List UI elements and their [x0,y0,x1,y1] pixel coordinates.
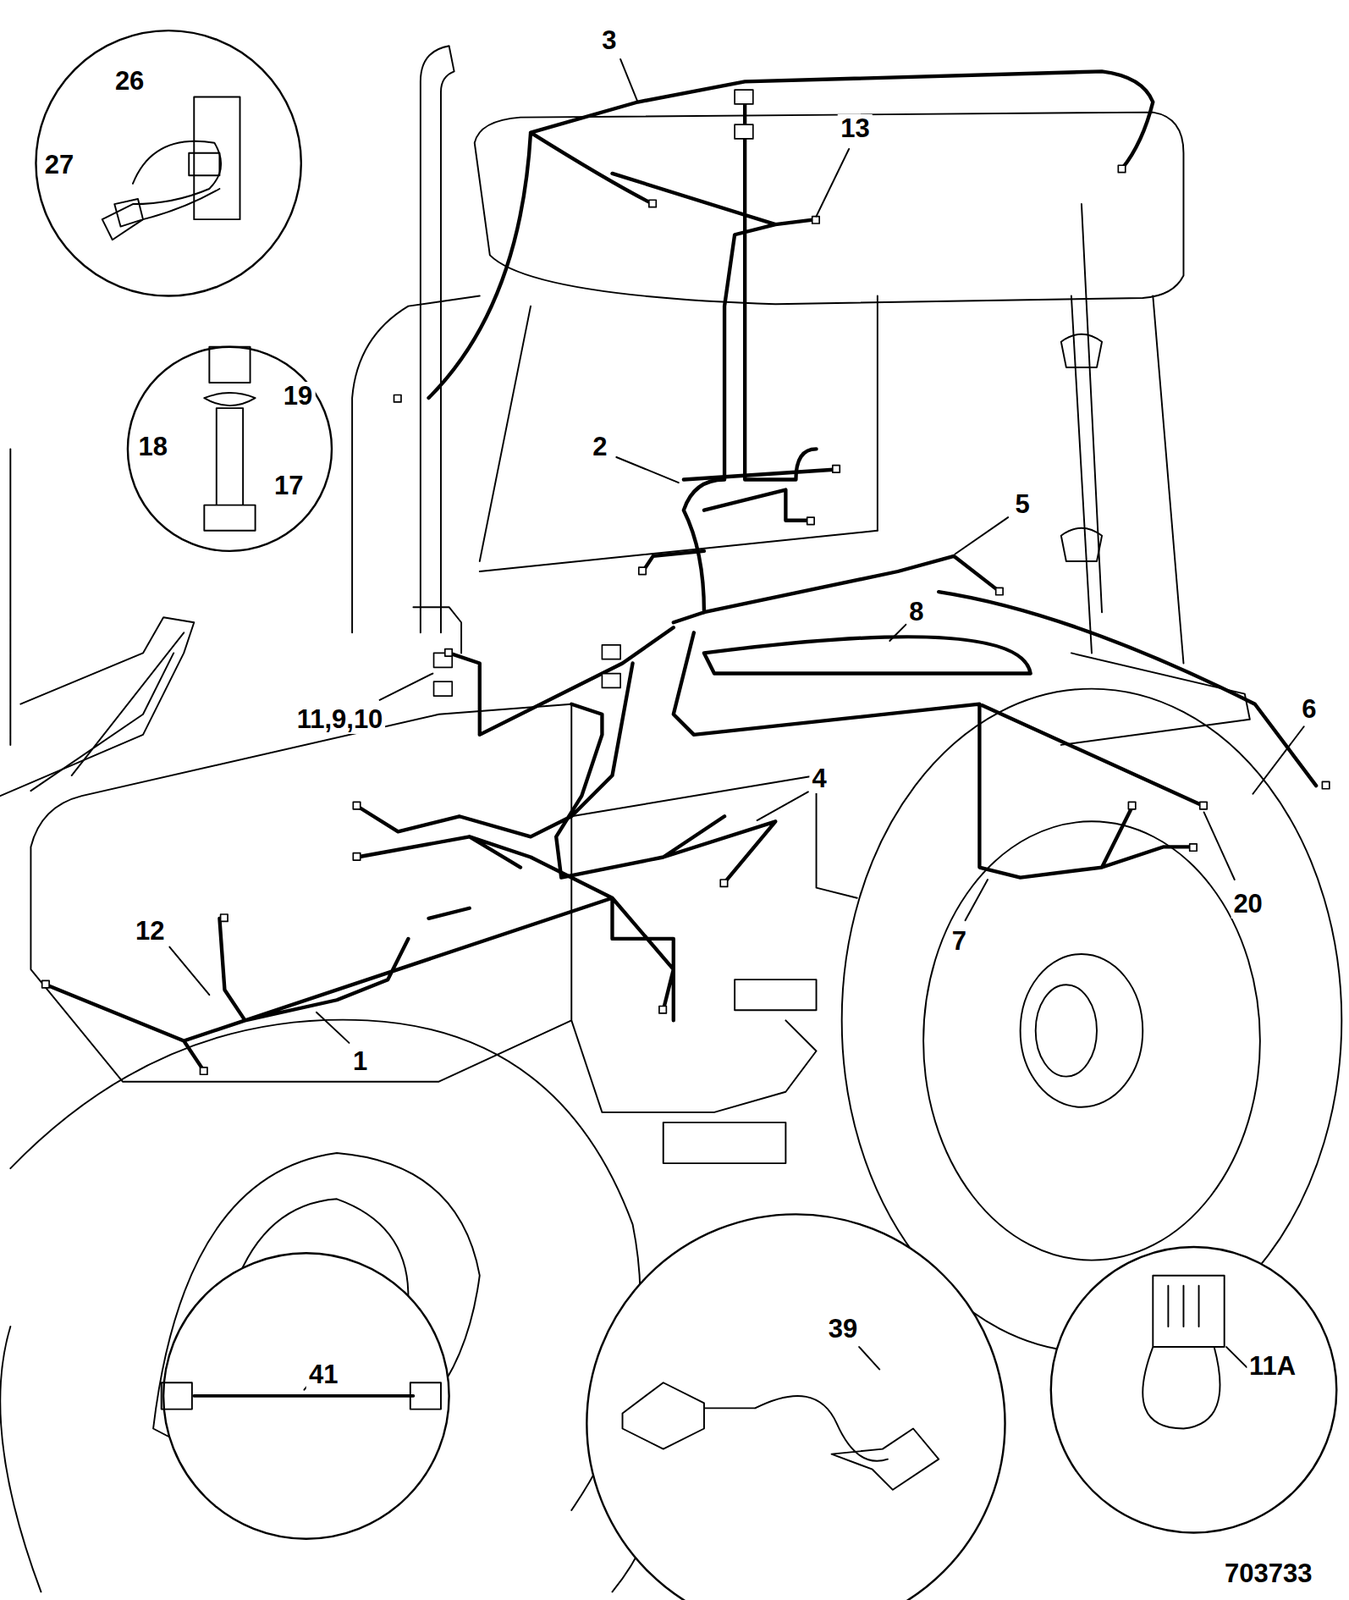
callout-number: 1 [350,1046,370,1076]
callout-number: 11,9,10 [294,704,386,734]
callout-number: 703733 [1222,1558,1315,1588]
callout-number: 3 [599,26,619,56]
callout-number: 8 [906,597,926,627]
callout-number: 5 [1013,490,1033,519]
callout-number: 6 [1299,694,1319,724]
callout-number: 27 [42,150,77,180]
callout-number: 7 [949,926,970,956]
callout-number: 18 [136,432,171,462]
callout-number: 17 [271,471,306,501]
callout-number: 41 [306,1360,341,1389]
callout-number: 2 [589,432,610,462]
callout-number: 19 [280,381,315,411]
callout-number: 12 [132,916,167,946]
callout-number: 26 [112,66,147,96]
callout-number: 20 [1230,889,1265,919]
callout-number: 4 [809,764,830,793]
callout-number: 13 [837,114,872,144]
callout-number: 11A [1246,1351,1299,1381]
callout-number: 39 [825,1314,860,1344]
